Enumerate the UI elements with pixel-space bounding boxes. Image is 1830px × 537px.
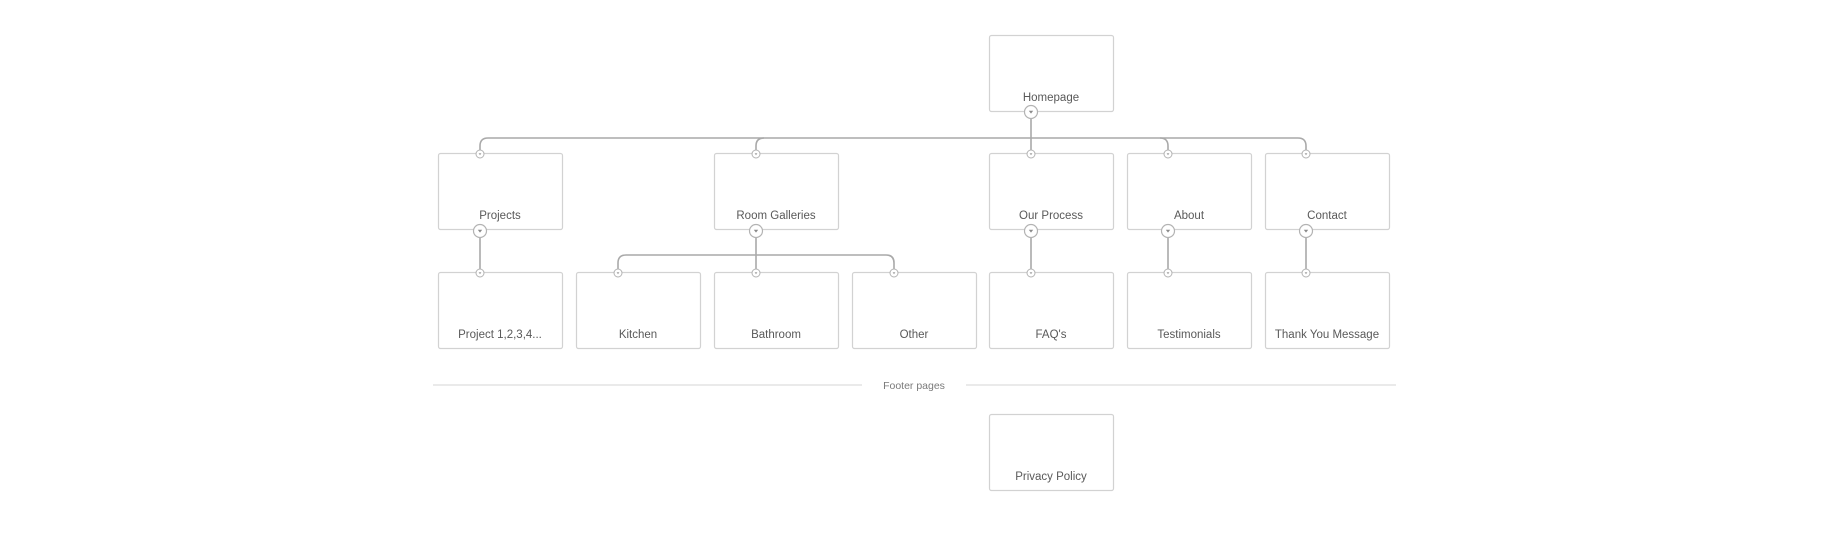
port-bathroom <box>751 268 761 278</box>
page-label-faqs: FAQ's <box>1036 329 1067 341</box>
page-card-kitchen[interactable]: Kitchen <box>575 271 702 350</box>
chevron-down-icon <box>1028 110 1034 114</box>
page-card-projects[interactable]: Projects <box>437 152 564 231</box>
page-card-testimonials[interactable]: Testimonials <box>1126 271 1253 350</box>
connector-port-icon <box>754 272 758 275</box>
connector-to-about <box>1159 137 1169 153</box>
page-label-thank-you: Thank You Message <box>1275 329 1379 341</box>
port-project-list <box>475 268 485 278</box>
page-card-thank-you[interactable]: Thank You Message <box>1264 271 1391 350</box>
footer-divider: Footer pages <box>433 380 1396 392</box>
page-card-bathroom[interactable]: Bathroom <box>713 271 840 350</box>
page-card-our-process[interactable]: Our Process <box>988 152 1115 231</box>
page-card-privacy-policy[interactable]: Privacy Policy <box>988 413 1115 492</box>
collapse-toggle-room-galleries[interactable] <box>748 223 764 239</box>
port-room-galleries <box>751 149 761 159</box>
page-label-our-process: Our Process <box>1019 210 1083 222</box>
footer-pages-label: Footer pages <box>883 380 945 392</box>
collapse-toggle-our-process[interactable] <box>1023 223 1039 239</box>
page-card-about[interactable]: About <box>1126 152 1253 231</box>
connector-port-icon <box>1029 153 1033 156</box>
chevron-down-icon <box>753 229 759 233</box>
port-contact <box>1301 149 1311 159</box>
connector-port-icon <box>478 272 482 275</box>
port-projects <box>475 149 485 159</box>
connector-port-icon <box>1166 153 1170 156</box>
page-label-testimonials: Testimonials <box>1157 329 1221 341</box>
port-thank-you <box>1301 268 1311 278</box>
page-label-about: About <box>1174 210 1205 222</box>
page-card-other[interactable]: Other <box>851 271 978 350</box>
page-label-bathroom: Bathroom <box>751 329 801 341</box>
port-about <box>1163 149 1173 159</box>
port-faqs <box>1026 268 1036 278</box>
connector-port-icon <box>478 153 482 156</box>
page-label-projects: Projects <box>479 210 521 222</box>
connector-port-icon <box>616 272 620 275</box>
collapse-toggle-contact[interactable] <box>1298 223 1314 239</box>
port-our-process <box>1026 149 1036 159</box>
page-card-faqs[interactable]: FAQ's <box>988 271 1115 350</box>
connector-port-icon <box>892 272 896 275</box>
connector-port-icon <box>1304 272 1308 275</box>
page-card-room-galleries[interactable]: Room Galleries <box>713 152 840 231</box>
connector-port-icon <box>1166 272 1170 275</box>
page-label-homepage: Homepage <box>1023 92 1079 104</box>
connector-homepage-bus <box>479 137 1307 153</box>
page-label-kitchen: Kitchen <box>619 329 657 341</box>
page-label-room-galleries: Room Galleries <box>736 210 815 222</box>
port-testimonials <box>1163 268 1173 278</box>
connector-port-icon <box>1029 272 1033 275</box>
collapse-toggle-projects[interactable] <box>472 223 488 239</box>
chevron-down-icon <box>1028 229 1034 233</box>
page-label-contact: Contact <box>1307 210 1347 222</box>
chevron-down-icon <box>1165 229 1171 233</box>
connector-port-icon <box>754 153 758 156</box>
connector-to-room-galleries <box>755 137 765 153</box>
collapse-toggle-homepage[interactable] <box>1023 104 1039 120</box>
page-card-contact[interactable]: Contact <box>1264 152 1391 231</box>
page-label-other: Other <box>900 329 929 341</box>
port-other <box>889 268 899 278</box>
port-kitchen <box>613 268 623 278</box>
page-label-project-list: Project 1,2,3,4... <box>458 329 542 341</box>
connector-ports <box>475 149 1311 278</box>
page-label-privacy-policy: Privacy Policy <box>1015 471 1087 483</box>
chevron-down-icon <box>1303 229 1309 233</box>
page-card-homepage[interactable]: Homepage <box>988 34 1115 113</box>
connector-room-galleries-bus <box>617 254 895 272</box>
page-card-project-list[interactable]: Project 1,2,3,4... <box>437 271 564 350</box>
chevron-down-icon <box>477 229 483 233</box>
connector-port-icon <box>1304 153 1308 156</box>
collapse-toggle-about[interactable] <box>1160 223 1176 239</box>
